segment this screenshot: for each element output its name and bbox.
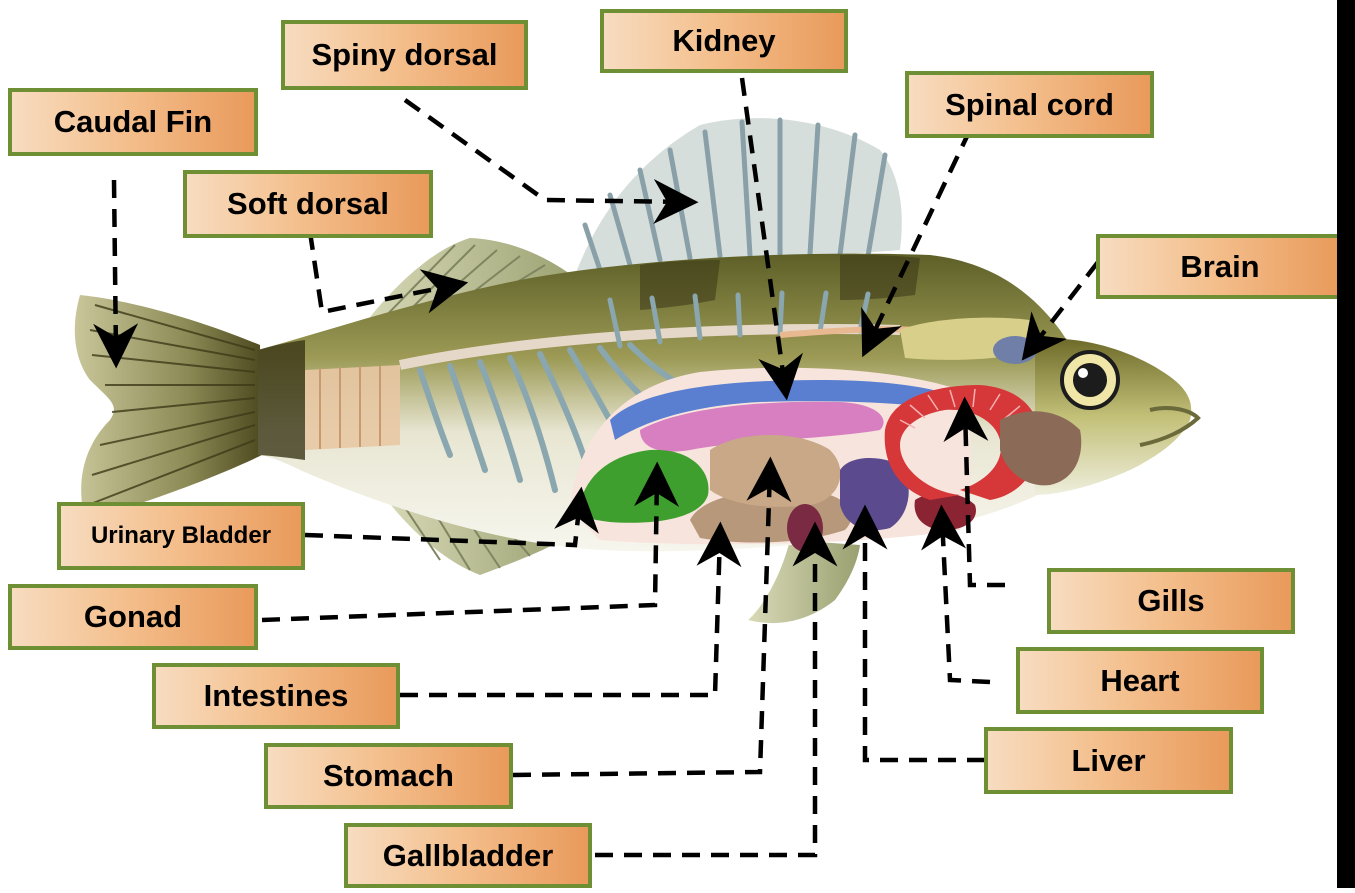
leader-urinary-bladder — [305, 500, 580, 545]
label-liver: Liver — [984, 727, 1233, 794]
leader-kidney — [742, 78, 785, 387]
label-spiny-dorsal: Spiny dorsal — [281, 20, 528, 90]
label-gallbladder: Gallbladder — [344, 823, 592, 888]
leader-soft-dorsal — [310, 232, 455, 312]
leader-gonad — [262, 475, 657, 620]
leader-spinal-cord — [868, 130, 970, 345]
label-gills: Gills — [1047, 568, 1295, 634]
label-kidney: Kidney — [600, 9, 848, 73]
label-urinary-bladder: Urinary Bladder — [57, 502, 305, 570]
label-brain: Brain — [1096, 234, 1344, 299]
label-gonad: Gonad — [8, 584, 258, 650]
label-soft-dorsal: Soft dorsal — [183, 170, 433, 238]
label-stomach: Stomach — [264, 743, 513, 809]
label-heart: Heart — [1016, 647, 1264, 714]
label-spinal-cord: Spinal cord — [905, 71, 1154, 138]
leader-heart — [942, 518, 990, 682]
leader-gills — [965, 410, 1005, 585]
leader-stomach — [513, 470, 770, 775]
leader-brain — [1030, 262, 1098, 350]
label-caudal-fin: Caudal Fin — [8, 88, 258, 156]
label-intestines: Intestines — [152, 663, 400, 729]
leader-spiny-dorsal — [405, 100, 685, 202]
leader-caudal-fin — [114, 180, 116, 355]
right-edge-border — [1337, 0, 1355, 888]
